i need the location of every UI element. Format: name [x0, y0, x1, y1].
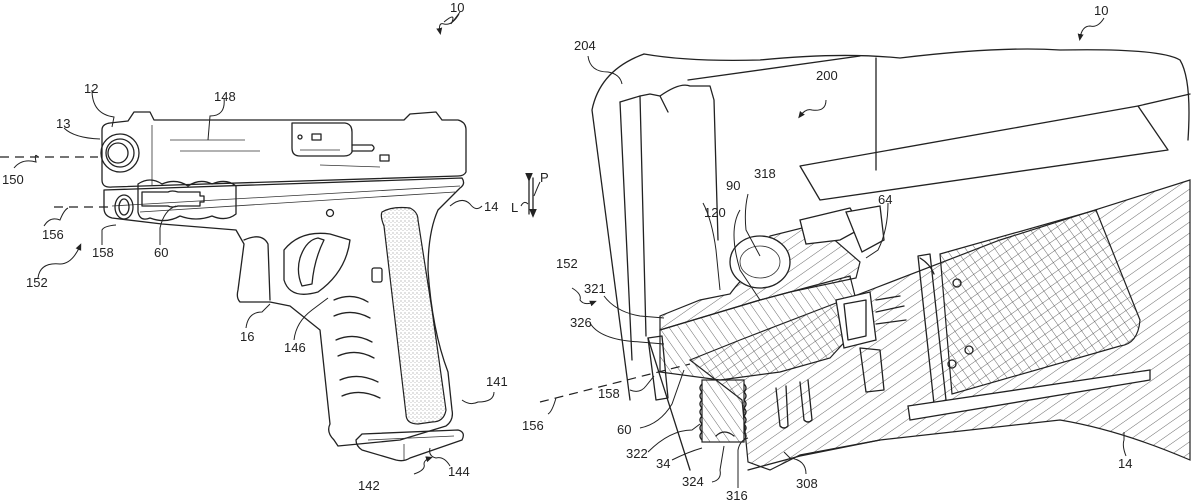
trigger — [297, 237, 325, 287]
label-12: 12 — [84, 81, 98, 96]
label-316: 316 — [726, 488, 748, 502]
muzzle — [100, 133, 140, 173]
label-60-left: 60 — [154, 245, 168, 260]
button-120 — [729, 235, 791, 289]
finger-grooves — [333, 295, 381, 399]
label-156-right: 156 — [522, 418, 544, 433]
label-158-left: 158 — [92, 245, 114, 260]
label-322: 322 — [626, 446, 648, 461]
label-14-left: 14 — [484, 199, 498, 214]
label-324: 324 — [682, 474, 704, 489]
label-90: 90 — [726, 178, 740, 193]
label-152-right: 152 — [556, 256, 578, 271]
pistol-figure: 10 12 13 148 150 156 158 60 152 14 16 14… — [0, 0, 508, 493]
label-152-left: 152 — [26, 275, 48, 290]
label-120: 120 — [704, 205, 726, 220]
label-158-right: 158 — [598, 386, 620, 401]
label-326: 326 — [570, 315, 592, 330]
label-204: 204 — [574, 38, 596, 53]
section-figure: 10 204 200 90 318 120 64 152 321 326 158… — [522, 3, 1191, 502]
label-308: 308 — [796, 476, 818, 491]
label-L: L — [511, 200, 518, 215]
label-64: 64 — [878, 192, 892, 207]
label-142: 142 — [358, 478, 380, 493]
top-block — [799, 105, 1169, 201]
label-P: P — [540, 170, 549, 185]
accessory-60 — [137, 179, 237, 222]
direction-indicator: L P — [511, 170, 549, 218]
label-10-right: 10 — [1094, 3, 1108, 18]
label-156-left: 156 — [42, 227, 64, 242]
magazine-section — [939, 209, 1141, 395]
label-146: 146 — [284, 340, 306, 355]
label-321: 321 — [584, 281, 606, 296]
label-14-right: 14 — [1118, 456, 1132, 471]
label-150: 150 — [2, 172, 24, 187]
magazine-baseplate — [355, 429, 464, 462]
label-10-left: 10 — [450, 0, 464, 15]
slide — [101, 111, 467, 188]
label-318: 318 — [754, 166, 776, 181]
retention-clip — [835, 291, 877, 349]
port-158 — [114, 194, 134, 220]
label-144: 144 — [448, 464, 470, 479]
frame — [103, 177, 465, 447]
housing-outline — [643, 48, 1190, 141]
label-34: 34 — [656, 456, 670, 471]
label-16: 16 — [240, 329, 254, 344]
label-148: 148 — [214, 89, 236, 104]
trigger-guard — [283, 232, 351, 295]
label-13: 13 — [56, 116, 70, 131]
label-141: 141 — [486, 374, 508, 389]
axis-156-right — [539, 363, 691, 403]
label-200: 200 — [816, 68, 838, 83]
label-60-right: 60 — [617, 422, 631, 437]
grip-stipple-panel — [380, 206, 447, 425]
